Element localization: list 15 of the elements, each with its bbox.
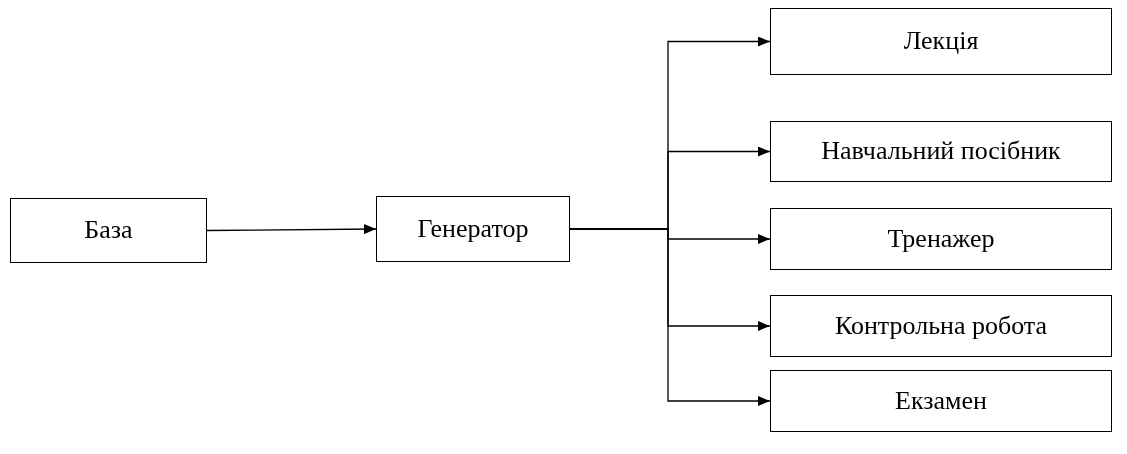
box-label: Контрольна робота <box>834 309 1048 342</box>
box-label: Тренажер <box>887 222 995 255</box>
process-box <box>770 370 1112 432</box>
box-label: Генератор <box>417 212 529 245</box>
process-box <box>770 295 1112 357</box>
process-box <box>10 198 207 263</box>
box-label: База <box>84 214 133 247</box>
process-box <box>770 208 1112 270</box>
box-label: Лекція <box>903 25 979 58</box>
arrow <box>206 224 377 235</box>
process-box <box>770 121 1112 182</box>
box-label: Екзамен <box>895 384 987 417</box>
process-box <box>376 196 570 262</box>
box-label: Навчальний посібник <box>821 135 1061 168</box>
process-box <box>770 8 1112 75</box>
